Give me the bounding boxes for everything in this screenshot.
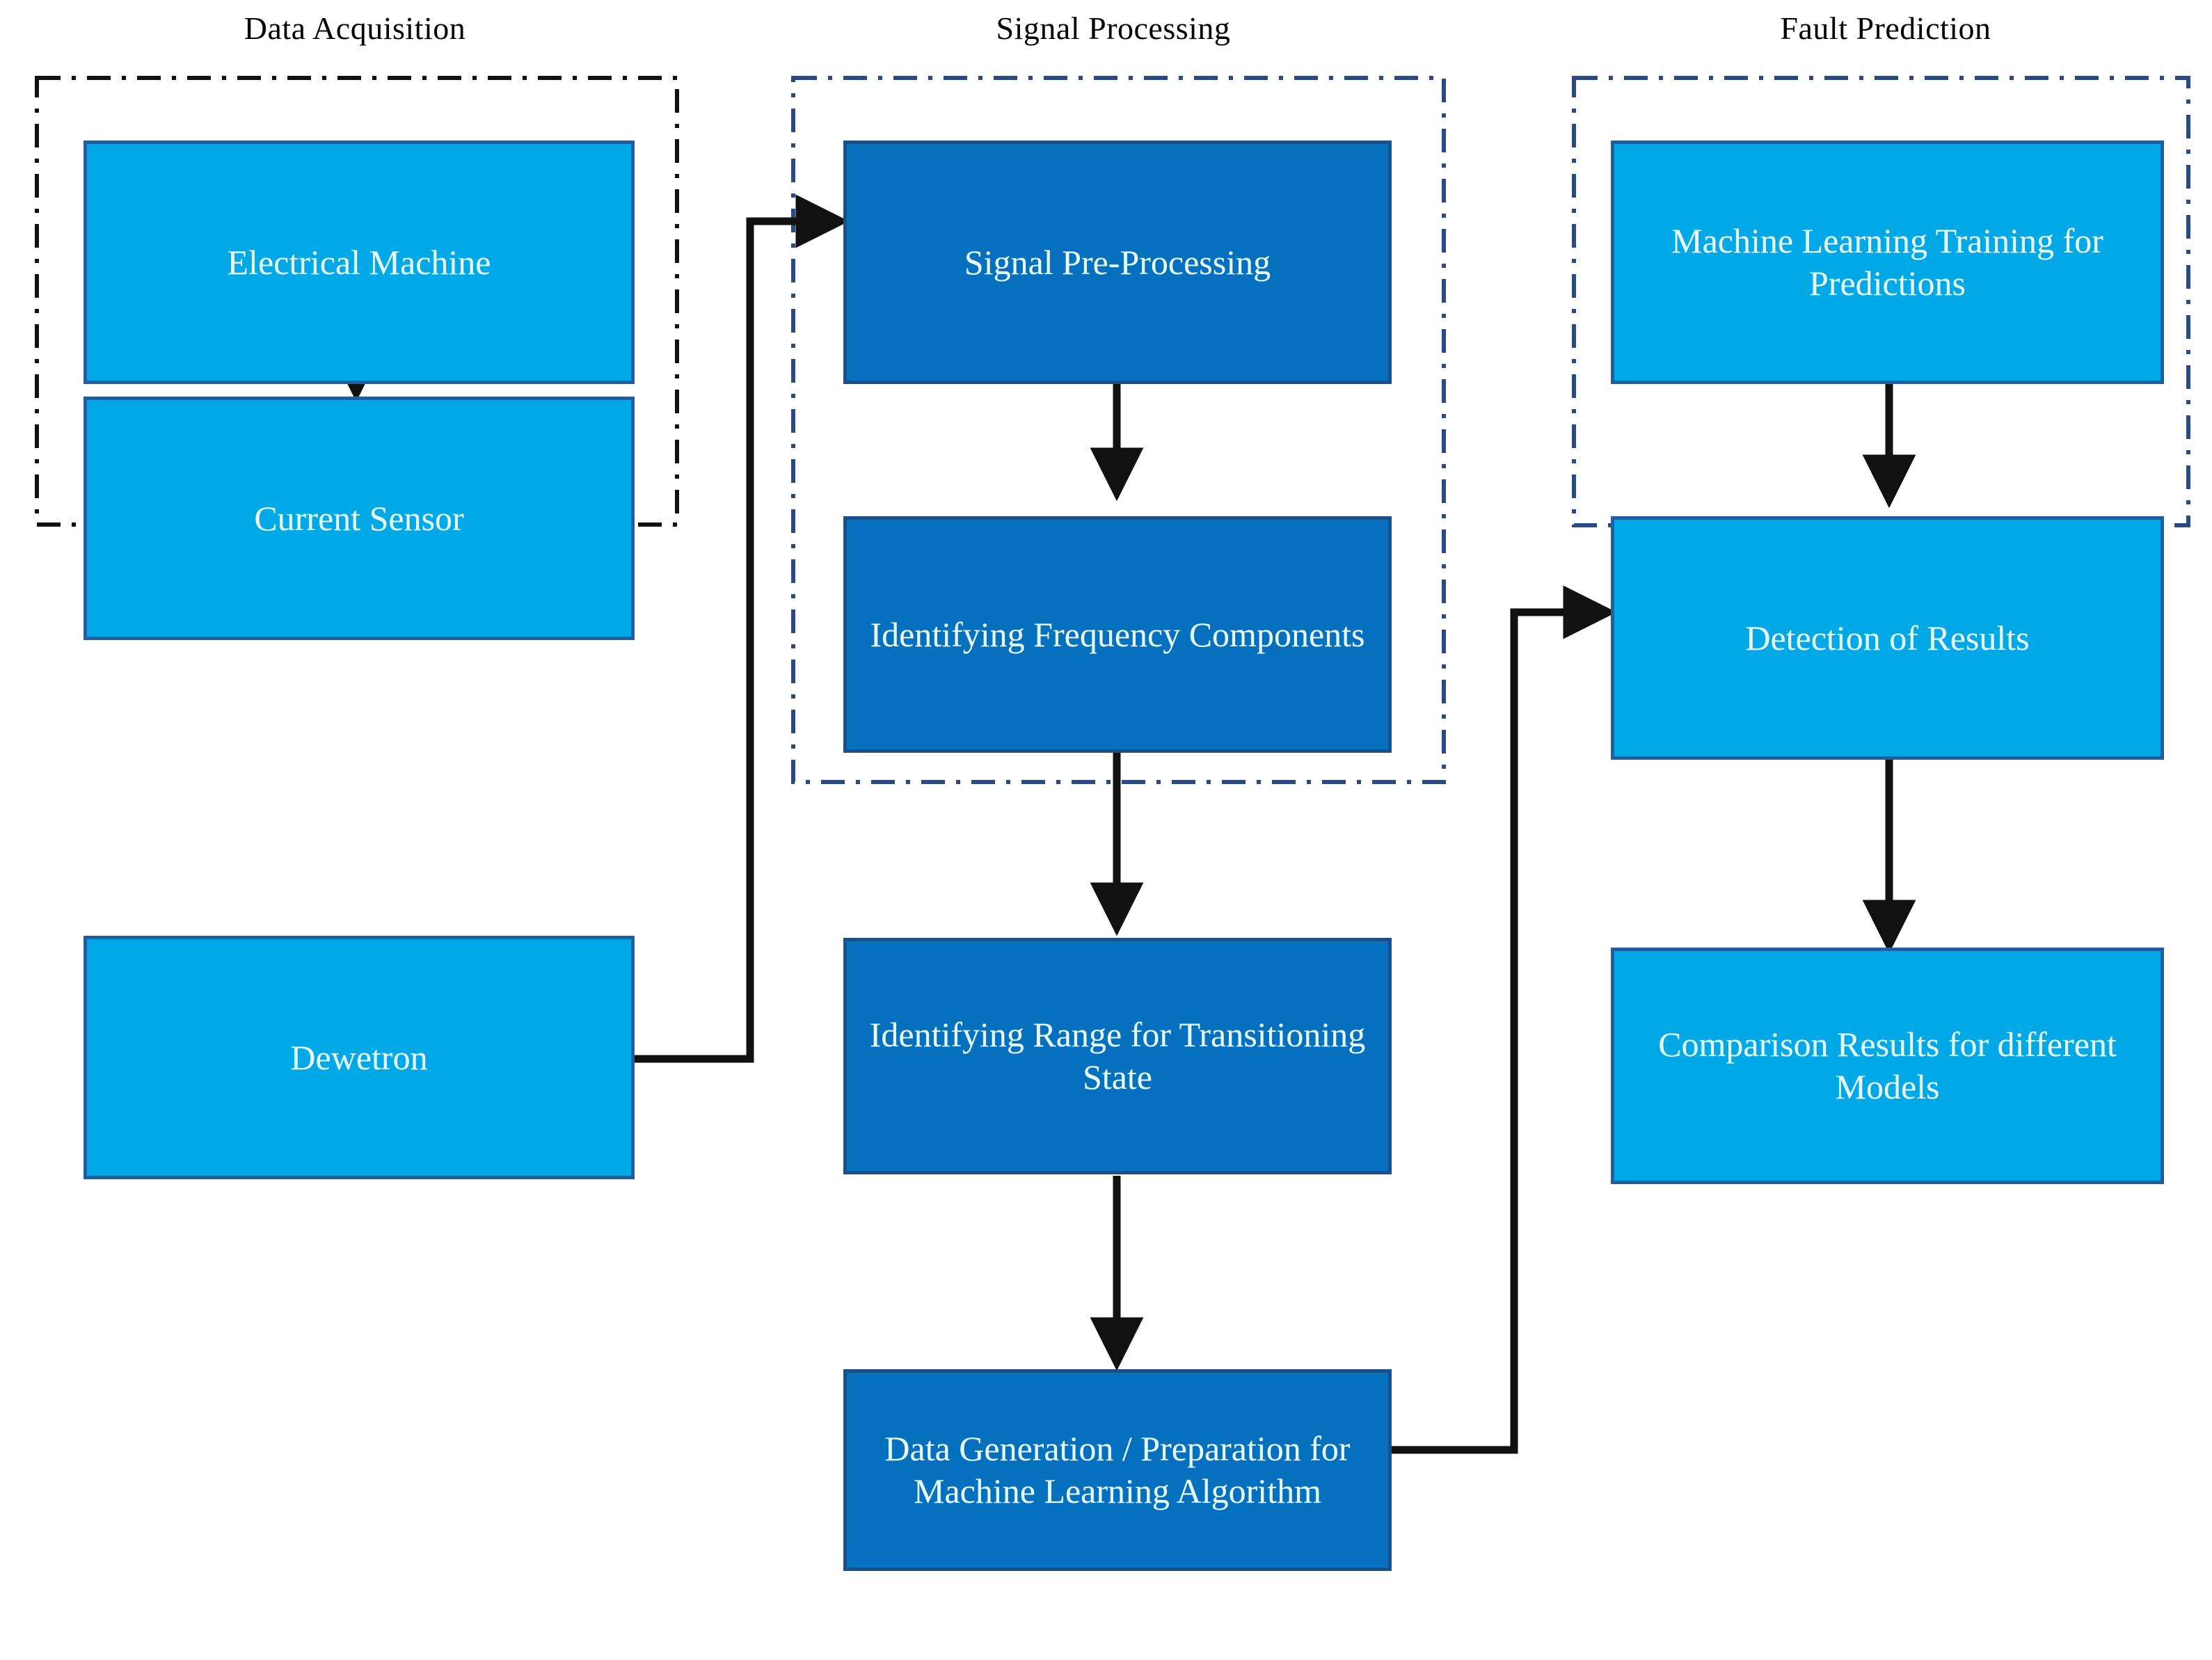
section-title-data-acquisition: Data Acquisition (244, 10, 466, 46)
section-title-signal-processing: Signal Processing (996, 10, 1231, 46)
section-title-fault-prediction: Fault Prediction (1780, 10, 1991, 46)
node-data-generation-preparation[interactable]: Data Generation / Preparation for Machin… (843, 1369, 1392, 1571)
node-label: Signal Pre-Processing (964, 242, 1271, 282)
node-label: Identifying Frequency Components (870, 614, 1365, 654)
node-label: Current Sensor (254, 498, 464, 538)
arrow-dewetron-to-signal-pre-processing (635, 194, 850, 1063)
node-identifying-frequency-components[interactable]: Identifying Frequency Components (843, 516, 1392, 753)
node-label: Detection of Results (1745, 618, 2030, 657)
node-label: Data Generation / Preparation for Machin… (884, 1429, 1351, 1510)
node-detection-of-results[interactable]: Detection of Results (1611, 516, 2164, 760)
node-electrical-machine[interactable]: Electrical Machine (83, 141, 635, 384)
node-comparison-results-models[interactable]: Comparison Results for different Models (1611, 948, 2164, 1184)
node-current-sensor[interactable]: Current Sensor (83, 397, 635, 640)
arrow-data-generation-to-detection (1392, 585, 1617, 1454)
node-signal-pre-processing[interactable]: Signal Pre-Processing (843, 141, 1392, 384)
node-label: Machine Learning Training for Prediction… (1671, 221, 2103, 303)
node-label: Comparison Results for different Models (1658, 1025, 2117, 1106)
node-dewetron[interactable]: Dewetron (83, 936, 635, 1179)
node-label: Dewetron (290, 1037, 428, 1077)
node-ml-training-predictions[interactable]: Machine Learning Training for Prediction… (1611, 141, 2164, 384)
node-identifying-range-transitioning-state[interactable]: Identifying Range for Transitioning Stat… (843, 938, 1392, 1174)
node-label: Identifying Range for Transitioning Stat… (869, 1015, 1366, 1096)
node-label: Electrical Machine (227, 242, 491, 282)
